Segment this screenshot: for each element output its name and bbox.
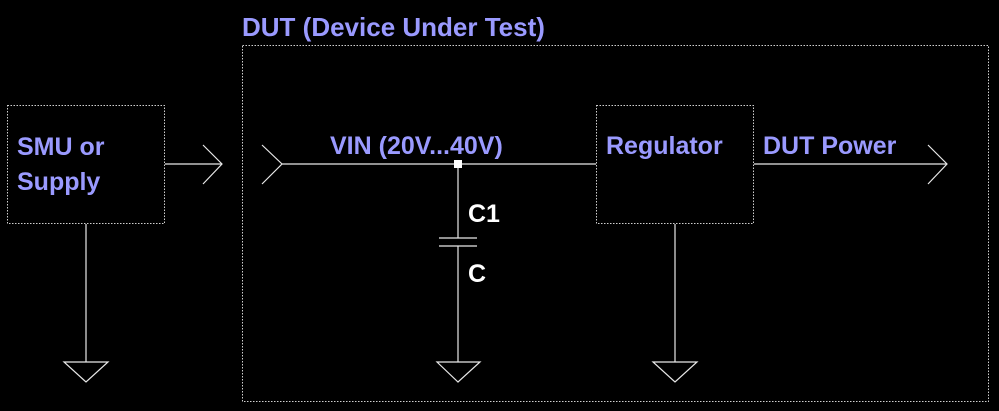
capacitor-ground-icon bbox=[435, 361, 482, 383]
dut-boundary-box bbox=[242, 45, 989, 402]
vin-label: VIN (20V...40V) bbox=[330, 132, 503, 160]
dut-power-arrow-icon bbox=[754, 144, 948, 185]
regulator-label: Regulator bbox=[606, 132, 723, 160]
capacitor-c1 bbox=[439, 168, 477, 362]
vin-input-chevron-icon bbox=[261, 144, 283, 185]
regulator-box[interactable] bbox=[596, 105, 754, 224]
smu-output-arrow-icon bbox=[165, 144, 223, 185]
capacitor-value-label: C bbox=[468, 260, 486, 288]
dut-title: DUT (Device Under Test) bbox=[242, 12, 545, 42]
dut-power-label: DUT Power bbox=[763, 132, 897, 160]
smu-label-line2: Supply bbox=[17, 168, 100, 196]
smu-label-line1: SMU or bbox=[17, 133, 105, 161]
capacitor-name-label: C1 bbox=[468, 200, 500, 228]
smu-ground-icon bbox=[62, 224, 110, 383]
smu-box[interactable] bbox=[7, 105, 165, 224]
junction-node bbox=[454, 160, 462, 168]
regulator-ground-icon bbox=[651, 224, 699, 383]
